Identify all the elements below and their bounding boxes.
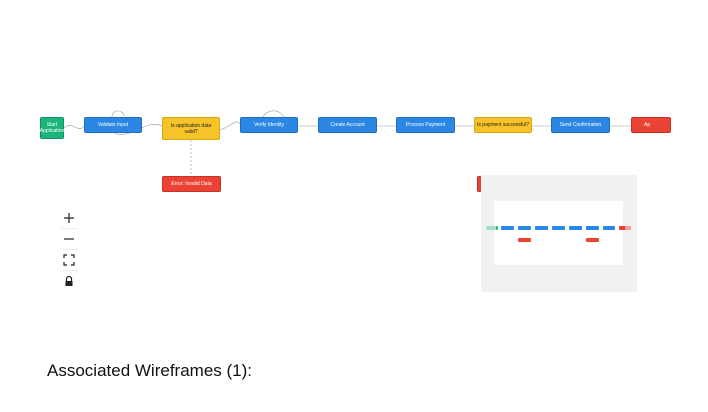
node-validate-input[interactable]: Validate Input <box>84 117 142 133</box>
flowchart-canvas[interactable]: Start Application Validate Input Is appl… <box>0 0 708 340</box>
node-start[interactable]: Start Application <box>40 117 64 139</box>
minimap-node <box>552 226 565 230</box>
flow-controls <box>60 208 78 291</box>
minimap-node <box>625 226 631 230</box>
minimap[interactable] <box>481 175 637 292</box>
node-decision-valid[interactable]: Is application data valid? <box>162 117 220 140</box>
node-end[interactable]: Ap <box>631 117 671 133</box>
node-send-confirmation[interactable]: Send Confirmation <box>551 117 610 133</box>
zoom-in-button[interactable] <box>60 208 78 229</box>
zoom-out-button[interactable] <box>60 229 78 250</box>
minimap-node <box>586 238 599 242</box>
minimap-node <box>496 226 498 230</box>
lock-button[interactable] <box>60 271 78 291</box>
minimap-node <box>535 226 548 230</box>
node-error-invalid-data[interactable]: Error: Invalid Data <box>162 176 221 192</box>
minimap-node <box>486 226 496 230</box>
fit-view-button[interactable] <box>60 250 78 271</box>
plus-icon <box>64 213 74 223</box>
node-process-payment[interactable]: Process Payment <box>396 117 455 133</box>
node-decision-payment[interactable]: Is payment successful? <box>474 117 532 133</box>
edge-start-validate <box>63 125 85 129</box>
edge-validate-top <box>111 110 125 118</box>
minimap-node <box>586 226 599 230</box>
minimap-node <box>603 226 615 230</box>
node-verify-identity[interactable]: Verify Identity <box>240 117 298 133</box>
minimap-node <box>518 238 531 242</box>
wireframes-heading: Associated Wireframes (1): <box>47 361 252 380</box>
minimap-node <box>569 226 582 230</box>
minimap-viewport[interactable] <box>494 201 623 265</box>
minimap-node <box>501 226 514 230</box>
minus-icon <box>64 238 74 240</box>
minimap-node <box>518 226 531 230</box>
flowchart-edges <box>63 110 631 176</box>
edge-check-verify <box>219 121 241 131</box>
lock-icon <box>65 275 73 286</box>
fit-view-icon <box>63 254 75 266</box>
node-create-account[interactable]: Create Account <box>318 117 377 133</box>
